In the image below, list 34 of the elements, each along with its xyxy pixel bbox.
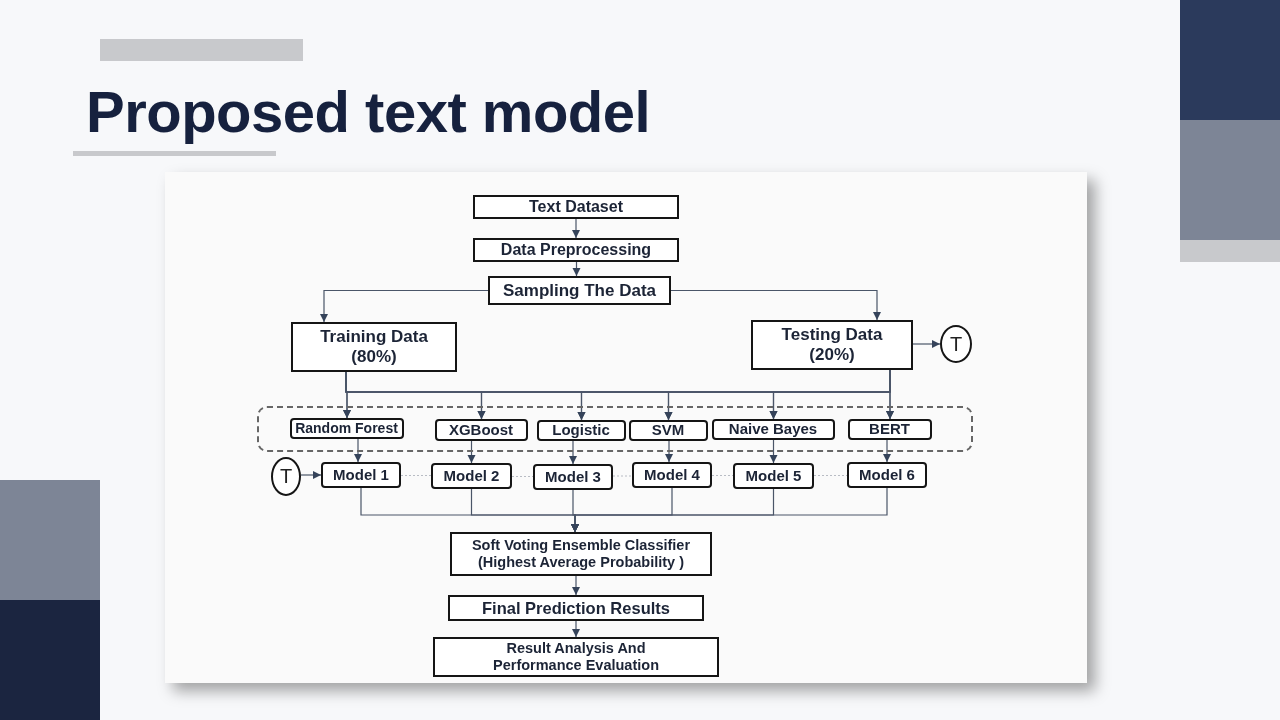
process-box: Model 3 [533,464,613,490]
arrow [467,440,476,464]
dashed-group-box [257,406,973,452]
process-box: Model 5 [733,463,814,489]
arrow [572,261,581,277]
process-box: Model 6 [847,462,927,488]
dotted-connector [612,475,633,477]
process-box: Model 2 [431,463,512,489]
arrow [571,620,581,638]
process-box: Training Data (80%) [291,322,457,372]
arrow [885,369,895,420]
arrow [319,289,489,323]
arrow [670,289,882,321]
arrow [571,575,581,596]
arrow [571,218,581,239]
arrow [664,440,674,463]
process-box: Sampling The Data [488,276,671,305]
arrow [882,439,892,463]
arrow [353,438,363,463]
process-box: Final Prediction Results [448,595,704,621]
process-box: Text Dataset [473,195,679,219]
slide-title: Proposed text model [86,78,651,145]
process-box: Testing Data (20%) [751,320,913,370]
process-box: Model 1 [321,462,401,488]
process-box: Result Analysis And Performance Evaluation [433,637,719,677]
arrow [570,487,888,533]
process-box: Model 4 [632,462,712,488]
arrow [769,439,778,464]
process-box: Data Preprocessing [473,238,679,262]
process-box: Soft Voting Ensemble Classifier (Highest Average Probability ) [450,532,712,576]
arrow [568,440,578,465]
arrow [912,339,941,349]
dotted-connector [400,474,432,477]
arrow [300,470,322,480]
